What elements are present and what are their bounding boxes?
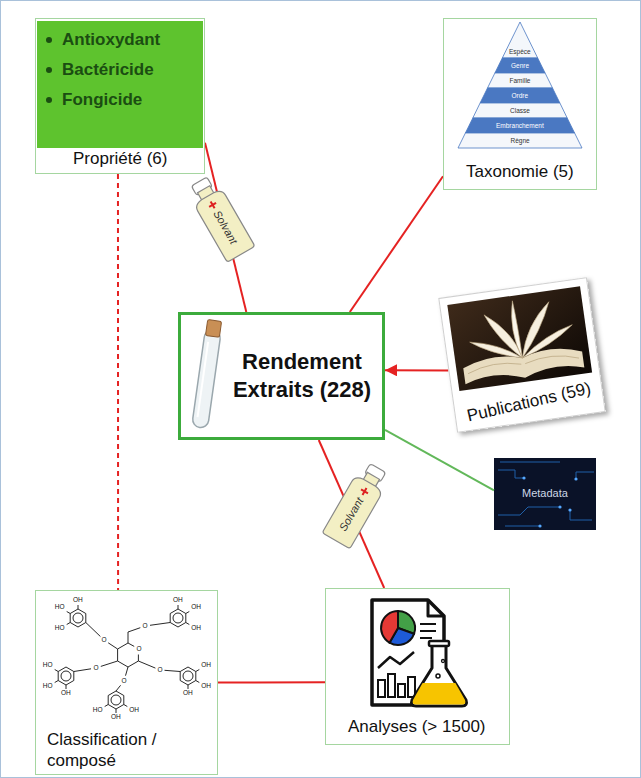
property-panel — [37, 21, 203, 148]
solvent-bottle — [185, 174, 255, 263]
atom-label: O — [137, 646, 142, 653]
atom-label: OH — [183, 690, 193, 697]
connector-line — [218, 681, 325, 683]
rank-label: Famille — [510, 77, 531, 85]
atom-label: OH — [201, 662, 211, 669]
atom-label: HO — [43, 662, 53, 669]
connector-line — [350, 176, 443, 312]
property-box: AntioxydantBactéricideFongicidePropriété… — [35, 18, 205, 174]
atom-label: O — [94, 665, 99, 672]
test-tube — [192, 319, 223, 428]
metadata-label: Metadata — [522, 487, 568, 500]
atom-label: HO — [55, 604, 65, 611]
atom-label: HO — [55, 625, 65, 632]
solvent-label: Solvant — [210, 207, 240, 247]
solvent-label: Solvant — [336, 494, 366, 534]
atom-label: HO — [43, 683, 53, 690]
atom-label: OH — [61, 690, 71, 697]
atom-label: OH — [191, 625, 201, 632]
atom-label: OH — [191, 604, 201, 611]
rank-label: Embranchement — [496, 122, 544, 130]
box-caption: Analyses (> 1500) — [348, 717, 486, 737]
atom-label: OH — [73, 597, 83, 604]
solvent-bottle — [322, 460, 392, 549]
yield-box: Rendement Extraits (228) — [178, 312, 385, 440]
book-photo — [447, 286, 592, 391]
atom-label: O — [158, 667, 163, 674]
property-item: Antioxydant — [62, 30, 160, 50]
connector-line — [385, 430, 494, 491]
atom-label: HO — [93, 707, 103, 714]
rank-label: Règne — [511, 137, 530, 145]
taxonomy-box: EspèceGenreFamilleOrdreClasseEmbrancheme… — [443, 18, 597, 190]
atom-label: O — [143, 623, 148, 630]
atom-label: OH — [173, 597, 183, 604]
atom-label: O — [102, 637, 107, 644]
box-caption: Publications (59) — [465, 379, 593, 427]
rank-label: Espèce — [509, 48, 531, 56]
rank-label: Ordre — [512, 92, 529, 100]
box-caption: Taxonomie (5) — [466, 162, 574, 182]
connector-line — [385, 369, 448, 371]
yield-title: Rendement Extraits (228) — [227, 348, 377, 405]
connector-line — [319, 440, 384, 588]
connector-group — [118, 143, 494, 683]
taxonomy-pyramid — [458, 22, 582, 148]
analyses-box: Analyses (> 1500) — [325, 588, 510, 745]
property-item: Fongicide — [62, 90, 142, 110]
analyses-icon — [372, 600, 467, 706]
compound-structure — [55, 605, 200, 713]
atom-label: OH — [129, 707, 139, 714]
atom-label: O — [122, 678, 127, 685]
box-caption: Classification / composé — [47, 729, 187, 772]
atom-label: OH — [201, 683, 211, 690]
rank-label: Genre — [511, 62, 529, 70]
metadata-circuit — [494, 458, 596, 530]
dashed-link — [117, 174, 119, 590]
rank-label: Classe — [510, 107, 530, 115]
publications-card: Publications (59) — [438, 277, 605, 433]
property-item: Bactéricide — [62, 60, 154, 80]
atom-label: OH — [111, 714, 121, 721]
metadata-tile: Metadata — [494, 458, 596, 530]
box-caption: Propriété (6) — [73, 149, 167, 169]
